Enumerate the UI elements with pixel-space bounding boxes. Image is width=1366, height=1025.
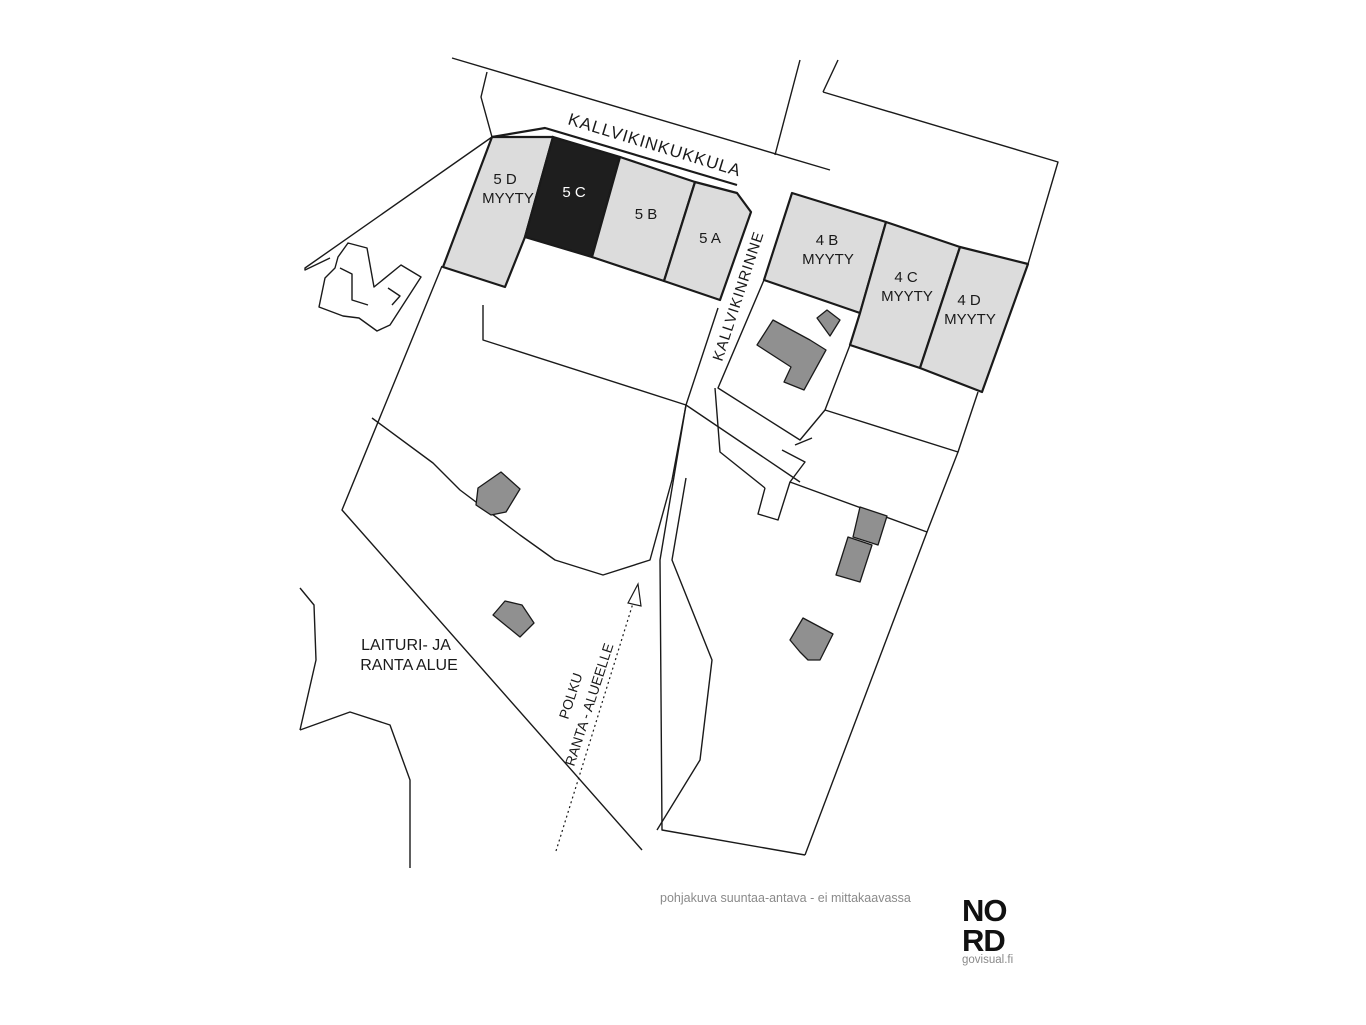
path-arrow bbox=[555, 582, 642, 852]
building-3 bbox=[475, 471, 521, 516]
logo-line1: NO bbox=[962, 895, 1007, 928]
building-2 bbox=[756, 319, 827, 391]
plot-label-4d-status: MYYTY bbox=[944, 311, 996, 328]
plot-label-4c: 4 C bbox=[894, 269, 918, 286]
plot-label-5b: 5 B bbox=[635, 206, 658, 223]
logo-url[interactable]: govisual.fi bbox=[962, 954, 1014, 966]
plot-label-4c-status: MYYTY bbox=[881, 288, 933, 305]
plot-label-4d: 4 D bbox=[957, 292, 981, 309]
area-label-laituri-line1: LAITURI- JA bbox=[361, 637, 451, 654]
buildings bbox=[475, 309, 888, 661]
building-5 bbox=[852, 506, 888, 546]
disclaimer-note: pohjakuva suuntaa-antava - ei mittakaava… bbox=[660, 891, 911, 905]
plot-4c[interactable] bbox=[848, 220, 962, 370]
lakeside-building-outline bbox=[318, 242, 422, 332]
road-edge-kallvikinkukkula bbox=[491, 126, 738, 187]
logo-line2: RD bbox=[962, 923, 1005, 953]
plot-label-5c: 5 C bbox=[562, 184, 586, 201]
plot-label-5d: 5 D bbox=[493, 171, 517, 188]
building-7 bbox=[789, 617, 834, 661]
plot-label-5d-status: MYYTY bbox=[482, 190, 534, 207]
plot-5a[interactable] bbox=[662, 180, 753, 302]
boundary-lines bbox=[299, 57, 1059, 868]
nord-logo: NO RD govisual.fi bbox=[962, 895, 1032, 966]
plot-label-4b: 4 B bbox=[816, 232, 839, 249]
area-label-laituri-line2: RANTA ALUE bbox=[360, 657, 458, 674]
building-4 bbox=[492, 600, 535, 638]
nord-logo-mark: NO RD bbox=[962, 895, 1008, 953]
plot-4d[interactable] bbox=[918, 245, 1030, 394]
plot-label-5a: 5 A bbox=[699, 230, 721, 247]
building-6 bbox=[835, 536, 873, 583]
plot-label-4b-status: MYYTY bbox=[802, 251, 854, 268]
building-1 bbox=[816, 309, 841, 337]
